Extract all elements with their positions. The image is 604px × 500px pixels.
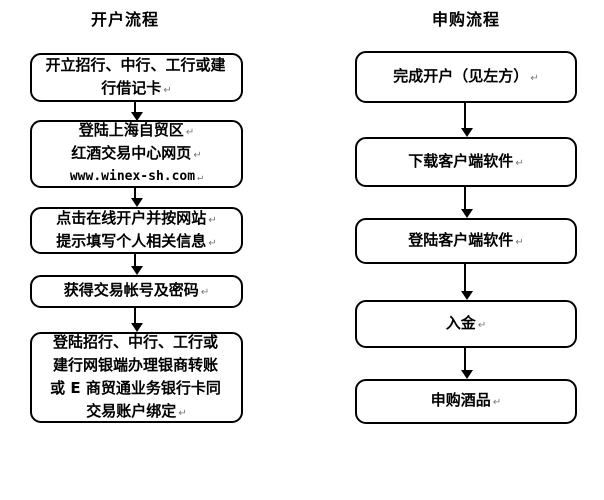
- flow-arrow-down-icon: [461, 103, 473, 137]
- step-text-line: 开立招行、中行、工行或建: [45, 55, 226, 74]
- step-text-line: 红酒交易中心网页↵: [71, 144, 202, 162]
- right-flow-title: 申购流程: [431, 10, 500, 29]
- return-mark-icon: ↵: [208, 237, 217, 249]
- step-text-line: 或 E 商贸通业务银行卡同: [50, 378, 221, 397]
- flow-arrow-down-icon: [131, 188, 143, 207]
- return-mark-icon: ↵: [193, 150, 202, 161]
- flow-arrow-down-icon: [461, 264, 473, 300]
- step-text-line: 登陆客户端软件↵: [408, 230, 524, 249]
- return-mark-icon: ↵: [477, 319, 487, 331]
- return-mark-icon: ↵: [530, 72, 539, 84]
- flow-step-login-client: 登陆客户端软件↵: [355, 218, 577, 264]
- flow-step-deposit: 入金↵: [355, 300, 577, 348]
- return-mark-icon: ↵: [492, 397, 502, 408]
- step-text-line: 登陆招行、中行、工行或: [52, 332, 218, 351]
- return-mark-icon: ↵: [185, 127, 195, 138]
- flow-step-download-client: 下载客户端软件↵: [355, 137, 577, 187]
- flow-step-finish-opening: 完成开户（见左方）↵: [355, 51, 577, 103]
- website-url-text: www.winex-sh.com↵: [69, 169, 204, 184]
- left-flow-title: 开户流程: [90, 10, 159, 29]
- flow-step-bind-bank-card: 登陆招行、中行、工行或 建行网银端办理银商转账 或 E 商贸通业务银行卡同 交易…: [30, 332, 243, 423]
- step-text-line: 完成开户（见左方）↵: [393, 66, 539, 85]
- return-mark-icon: ↵: [200, 287, 210, 298]
- flow-arrow-down-icon: [461, 187, 473, 218]
- step-text-line: 登陆上海自贸区↵: [78, 121, 195, 139]
- return-mark-icon: ↵: [197, 172, 204, 183]
- flow-arrow-down-icon: [131, 254, 143, 275]
- step-text-line: 下载客户端软件↵: [408, 151, 524, 170]
- flow-step-subscribe-wine: 申购酒品↵: [355, 379, 577, 424]
- return-mark-icon: ↵: [515, 157, 524, 169]
- step-text-line: 交易账户绑定↵: [86, 401, 187, 420]
- return-mark-icon: ↵: [178, 407, 187, 419]
- flow-step-online-signup: 点击在线开户并按网站↵ 提示填写个人相关信息↵: [30, 207, 243, 254]
- flow-step-open-debit-card: 开立招行、中行、工行或建 行借记卡↵: [30, 53, 243, 102]
- step-text-line: 申购酒品↵: [430, 391, 502, 409]
- flow-step-get-account: 获得交易帐号及密码↵: [30, 275, 243, 308]
- step-text-line: 获得交易帐号及密码↵: [63, 281, 210, 299]
- step-text-line: 提示填写个人相关信息↵: [56, 231, 217, 250]
- flow-arrow-down-icon: [131, 102, 143, 121]
- return-mark-icon: ↵: [163, 84, 172, 96]
- flow-step-visit-website: 登陆上海自贸区↵ 红酒交易中心网页↵ www.winex-sh.com↵: [30, 120, 243, 188]
- flow-arrow-down-icon: [461, 348, 473, 379]
- step-text-line: 点击在线开户并按网站↵: [56, 208, 217, 227]
- step-text-line: 入金↵: [445, 313, 487, 332]
- return-mark-icon: ↵: [208, 214, 217, 226]
- step-text-line: 行借记卡↵: [101, 78, 172, 97]
- step-text-line: 建行网银端办理银商转账: [52, 355, 218, 374]
- flow-arrow-down-icon: [131, 308, 143, 332]
- return-mark-icon: ↵: [515, 236, 524, 248]
